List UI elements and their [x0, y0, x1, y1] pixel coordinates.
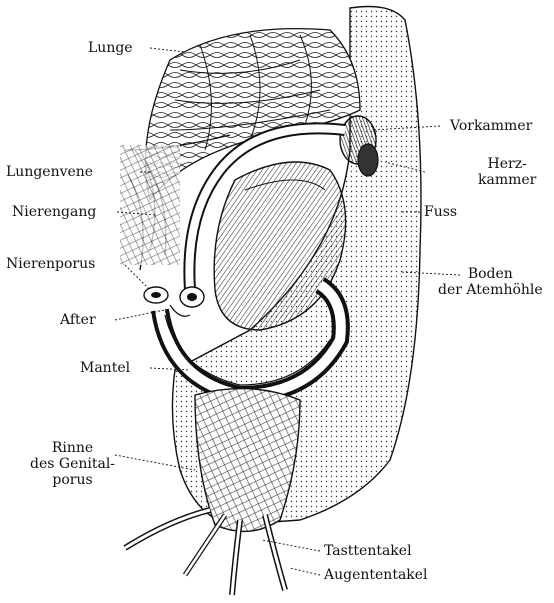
label-lungenvene: Lungenvene: [6, 164, 93, 180]
heart: [340, 116, 378, 176]
label-boden-der-atemhoehle: Boden der Atemhöhle: [438, 266, 543, 298]
label-nierenporus: Nierenporus: [6, 256, 95, 272]
label-tasttentakel: Tasttentakel: [324, 543, 412, 559]
label-augententakel: Augententakel: [324, 567, 428, 583]
label-mantel: Mantel: [80, 360, 130, 376]
label-after: After: [60, 312, 96, 328]
label-rinne-des-genitalporus: Rinne des Genital- porus: [30, 440, 115, 488]
label-herzkammer: Herz- kammer: [478, 156, 536, 188]
label-nierengang: Nierengang: [12, 204, 96, 220]
label-lunge: Lunge: [88, 40, 133, 56]
label-fuss: Fuss: [424, 204, 457, 220]
label-vorkammer: Vorkammer: [450, 118, 532, 134]
